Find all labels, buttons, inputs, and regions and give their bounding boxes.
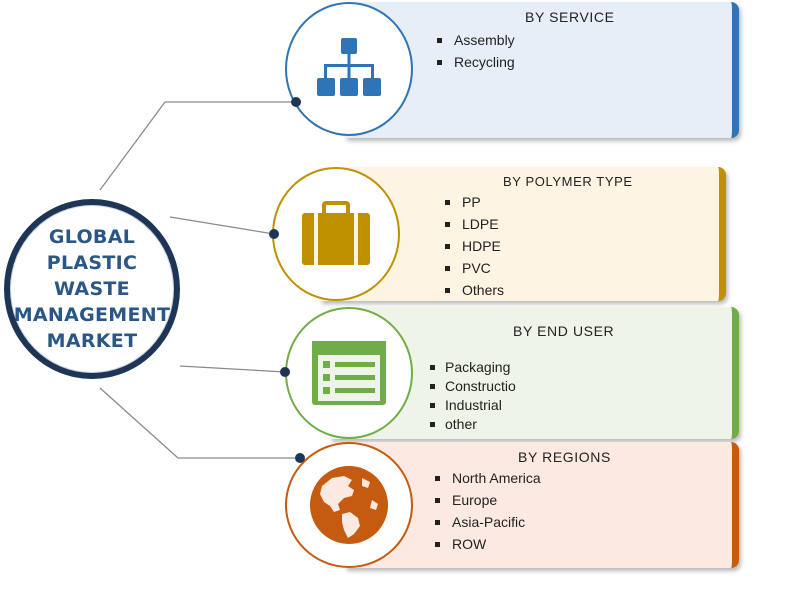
connector-regions [99,387,300,459]
segment-list: Packaging Constructio Industrial other [430,358,516,434]
list-form-icon [312,341,386,405]
icon-circle-regions [285,442,413,568]
list-item: Packaging [430,358,516,377]
segment-list: PP LDPE HDPE PVC Others [445,191,504,301]
icon-circle-polymer [272,167,400,301]
connector-enduser [179,365,286,373]
list-item: PVC [445,257,504,279]
list-item: Europe [435,489,541,511]
connector-dot [280,367,290,377]
connector-dot [269,229,279,239]
segment-title: BY REGIONS [518,449,611,465]
connector-dot [295,453,305,463]
icon-circle-enduser [285,307,413,439]
segment-title: BY SERVICE [525,9,615,25]
connector-polymer [169,216,275,235]
list-item: Constructio [430,377,516,396]
list-item: Recycling [437,51,515,73]
list-item: PP [445,191,504,213]
central-hub: GLOBAL PLASTIC WASTE MANAGEMENT MARKET [4,199,180,379]
list-item: HDPE [445,235,504,257]
segment-list: North America Europe Asia-Pacific ROW [435,467,541,555]
hub-title: GLOBAL PLASTIC WASTE MANAGEMENT MARKET [13,226,171,352]
segment-panel-regions: BY REGIONS North America Europe Asia-Pac… [345,442,739,568]
connector-service [99,101,296,191]
icon-circle-service [285,2,413,136]
segment-list: Assembly Recycling [437,29,515,73]
hierarchy-icon [317,38,381,96]
list-item: Others [445,279,504,301]
connector-dot [291,97,301,107]
briefcase-icon [302,201,370,265]
list-item: ROW [435,533,541,555]
list-item: Asia-Pacific [435,511,541,533]
list-item: other [430,415,516,434]
list-item: Assembly [437,29,515,51]
segment-title: BY POLYMER TYPE [503,174,633,189]
list-item: Industrial [430,396,516,415]
globe-icon [310,466,388,544]
list-item: North America [435,467,541,489]
list-item: LDPE [445,213,504,235]
segment-title: BY END USER [513,323,615,339]
